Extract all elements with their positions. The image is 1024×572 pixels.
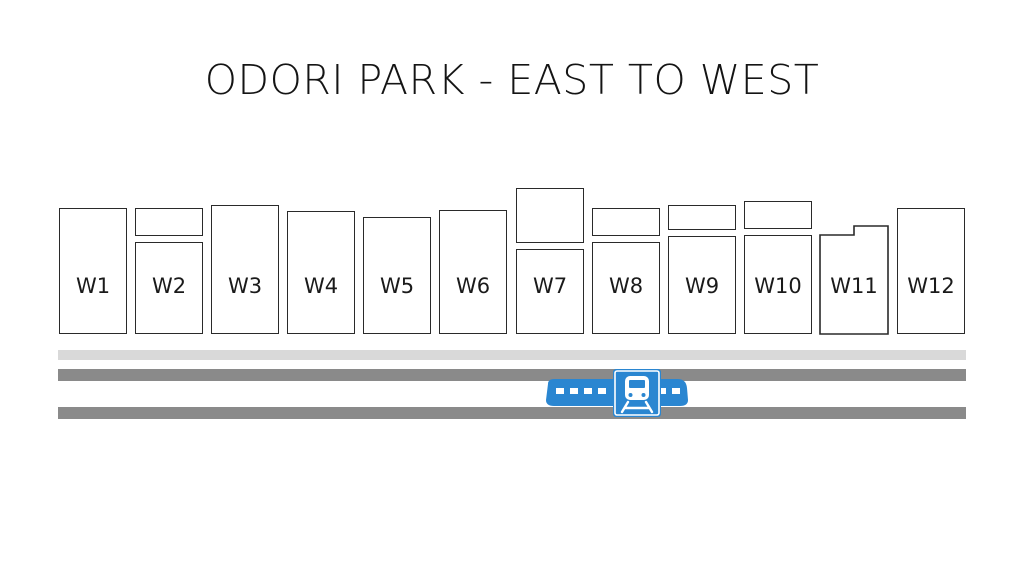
park-block-w2-annex [135, 208, 203, 236]
park-block-label-w2: W2 [151, 274, 187, 298]
park-block-w5 [363, 217, 431, 334]
track-dark-upper [58, 369, 966, 381]
park-block-w7 [516, 249, 584, 334]
park-block-w8-annex [592, 208, 660, 236]
subway-train-icon [546, 369, 688, 417]
park-block-w7-annex [516, 188, 584, 243]
park-block-w11 [819, 225, 889, 335]
park-block-label-w3: W3 [227, 274, 263, 298]
park-block-w9-annex [668, 205, 736, 230]
park-block-label-w1: W1 [75, 274, 111, 298]
park-block-label-w6: W6 [455, 274, 491, 298]
park-block-label-w7: W7 [532, 274, 568, 298]
park-block-w10-annex [744, 201, 812, 229]
park-block-w4 [287, 211, 355, 334]
park-block-w10 [744, 235, 812, 334]
track-dark-lower [58, 407, 966, 419]
park-block-label-w12: W12 [907, 274, 955, 298]
park-block-w3 [211, 205, 279, 334]
park-block-label-w5: W5 [379, 274, 415, 298]
park-block-label-w4: W4 [303, 274, 339, 298]
park-block-w1 [59, 208, 127, 334]
park-block-w9 [668, 236, 736, 334]
park-block-w2 [135, 242, 203, 334]
park-block-w12 [897, 208, 965, 334]
park-block-label-w8: W8 [608, 274, 644, 298]
park-block-label-w11: W11 [830, 274, 878, 298]
metro-station-icon [613, 369, 661, 417]
park-block-w8 [592, 242, 660, 334]
track-light [58, 350, 966, 360]
park-block-w6 [439, 210, 507, 334]
page-title: ODORI PARK - EAST TO WEST [204, 56, 820, 104]
park-block-label-w10: W10 [754, 274, 802, 298]
park-block-label-w9: W9 [684, 274, 720, 298]
